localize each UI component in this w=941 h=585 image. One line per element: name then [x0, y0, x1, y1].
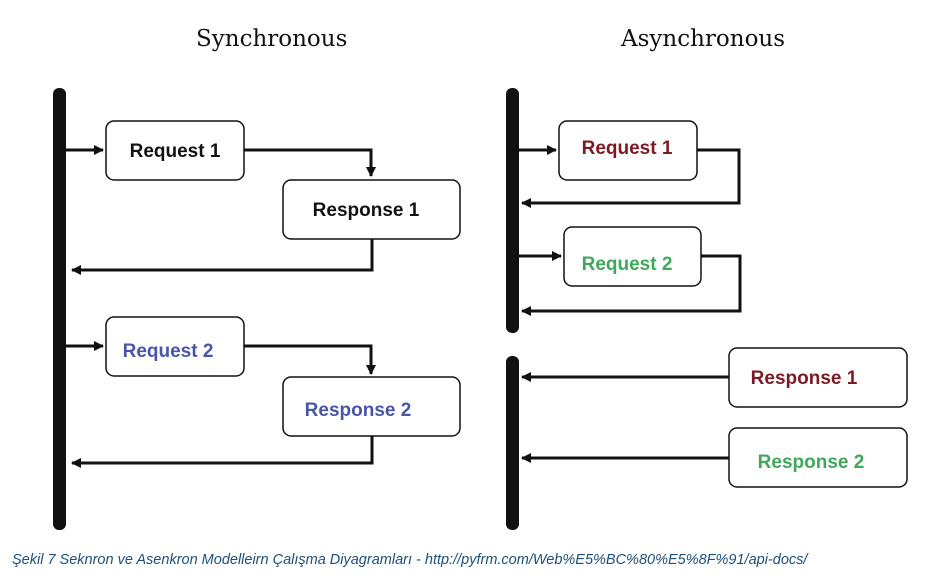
sync-timeline-bar: [53, 88, 66, 530]
sync-response-1-return-arrow: [71, 239, 374, 275]
sync-request-2-label: Request 2: [123, 341, 214, 362]
sync-response-1-label: Response 1: [313, 200, 420, 221]
async-response-1-label: Response 1: [751, 368, 858, 389]
async-request-2-label: Request 2: [582, 254, 673, 275]
async-response-2-label: Response 2: [758, 452, 865, 473]
sync-request-1-label: Request 1: [130, 141, 221, 162]
sync-request-2-to-response-2-arrow: [244, 344, 376, 375]
sync-response-2-return-arrow: [71, 436, 374, 468]
async-request-2-return-arrow: [521, 254, 742, 316]
async-request-timeline-bar: [506, 88, 519, 333]
async-request-1-return-arrow: [521, 148, 741, 208]
synchronous-title: Synchronous: [196, 26, 348, 52]
asynchronous-title: Asynchronous: [621, 26, 786, 52]
figure-caption: Şekil 7 Seknron ve Asenkron Modelleirn Ç…: [12, 552, 808, 568]
sync-response-2-label: Response 2: [305, 400, 412, 421]
async-request-1-label: Request 1: [582, 138, 673, 159]
sync-request-1-to-response-1-arrow: [244, 148, 376, 177]
async-response-timeline-bar: [506, 356, 519, 530]
